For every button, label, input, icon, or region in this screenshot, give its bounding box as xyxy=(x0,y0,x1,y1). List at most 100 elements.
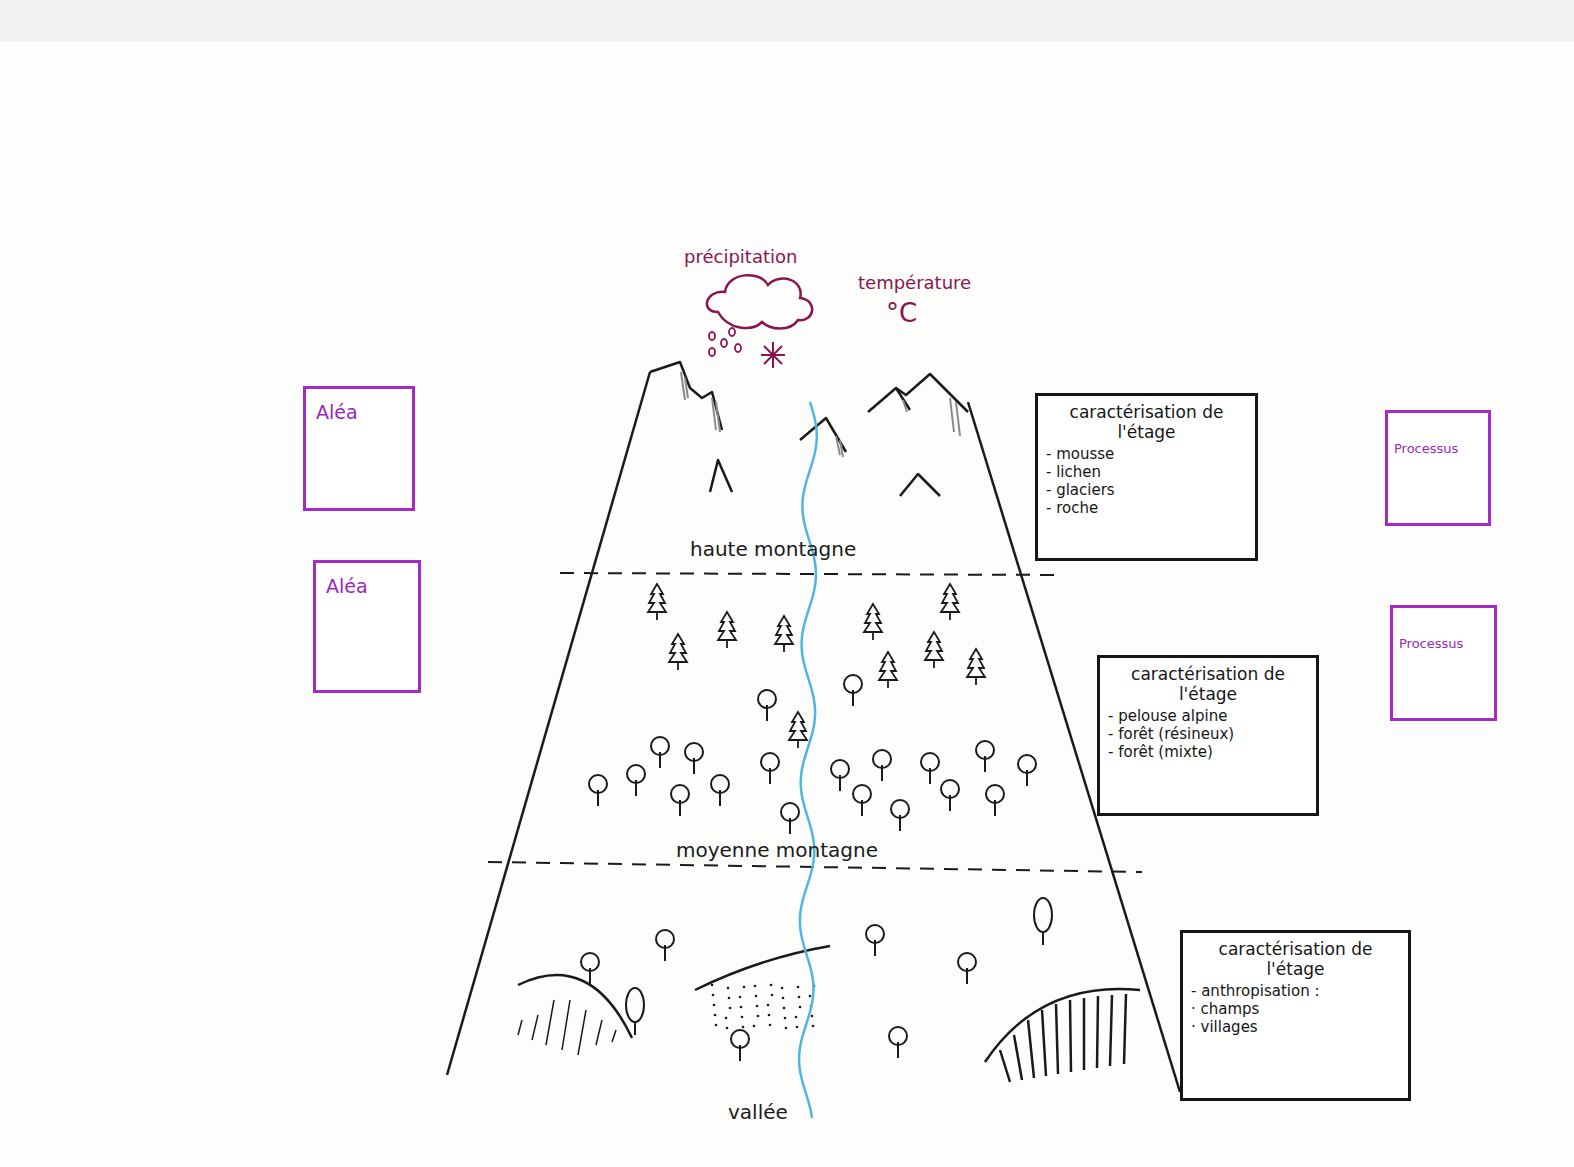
deciduous-tree xyxy=(941,780,959,811)
deciduous-tree xyxy=(1018,755,1036,786)
box-heading: caractérisation de l'étage xyxy=(1046,402,1247,443)
peak xyxy=(868,374,968,412)
conifer-tree xyxy=(967,649,985,685)
conifer-tree xyxy=(925,632,943,668)
dot xyxy=(742,1026,745,1029)
dot xyxy=(782,997,785,1000)
unit-label: °C xyxy=(886,298,917,328)
dot xyxy=(757,1015,760,1018)
dot xyxy=(729,1007,732,1010)
drop xyxy=(709,332,715,340)
deciduous-tree xyxy=(758,690,776,721)
deciduous-tree xyxy=(958,953,976,984)
deciduous-tree xyxy=(685,743,703,774)
deciduous-tree xyxy=(976,741,994,772)
tree-trunk xyxy=(634,1022,636,1035)
dot xyxy=(711,984,714,987)
level-line xyxy=(488,862,1142,872)
dot xyxy=(743,986,746,989)
box-heading: Aléa xyxy=(316,563,418,598)
box-item: - pelouse alpine xyxy=(1108,707,1308,725)
snowflake-arms xyxy=(761,342,785,368)
climate-label: précipitation xyxy=(684,246,797,267)
tall-tree xyxy=(1034,898,1052,945)
deciduous-tree xyxy=(831,760,849,791)
dot xyxy=(754,985,757,988)
dot xyxy=(725,1017,728,1020)
deciduous-tree xyxy=(921,753,939,784)
cloud xyxy=(707,275,812,328)
box-heading: caractérisation de l'étage xyxy=(1108,664,1308,705)
dot xyxy=(781,987,784,990)
dot xyxy=(795,1016,798,1019)
box-item: - mousse xyxy=(1046,445,1247,463)
field-edge xyxy=(985,989,1140,1062)
tree-trunk xyxy=(679,800,681,816)
dot xyxy=(728,997,731,1000)
tree-crown xyxy=(626,988,644,1022)
box-heading: Processus xyxy=(1388,413,1488,457)
deciduous-tree xyxy=(986,785,1004,816)
box-item: - forêt (résineux) xyxy=(1108,725,1308,743)
tree-trunk xyxy=(874,940,876,956)
top-bar xyxy=(0,0,1574,42)
tree-trunk xyxy=(899,815,901,831)
dot xyxy=(741,1016,744,1019)
box-item: - roche xyxy=(1046,499,1247,517)
field-dots xyxy=(711,984,816,1030)
deciduous-tree xyxy=(853,785,871,816)
zone-label: haute montagne xyxy=(690,537,856,561)
box-heading: Processus xyxy=(1393,608,1494,652)
conifer-tree xyxy=(669,634,687,670)
tree-crown xyxy=(1034,898,1052,932)
mountain-left-side xyxy=(447,372,650,1075)
deciduous-tree xyxy=(731,1030,749,1061)
tree-trunk xyxy=(693,758,695,774)
dot xyxy=(739,996,742,999)
box-item: - forêt (mixte) xyxy=(1108,743,1308,761)
dot xyxy=(727,987,730,990)
tree-trunk xyxy=(739,1045,741,1061)
zone-label: vallée xyxy=(728,1100,788,1124)
dot xyxy=(796,1026,799,1029)
deciduous-tree xyxy=(873,750,891,781)
hazard-box: Aléa xyxy=(313,560,421,693)
tree-trunk xyxy=(597,790,599,806)
climate-label: température xyxy=(858,272,971,293)
box-item: · champs xyxy=(1191,1000,1400,1018)
dot xyxy=(712,994,715,997)
conifer-tree xyxy=(789,712,807,748)
deciduous-tree xyxy=(671,785,689,816)
tree-trunk xyxy=(929,768,931,784)
tree-trunk xyxy=(966,968,968,984)
dot xyxy=(812,1025,815,1028)
tree-trunk xyxy=(659,752,661,768)
deciduous-tree xyxy=(589,775,607,806)
dot xyxy=(797,986,800,989)
dot xyxy=(714,1014,717,1017)
box-item: - glaciers xyxy=(1046,481,1247,499)
deciduous-tree xyxy=(891,800,909,831)
tree-trunk xyxy=(984,756,986,772)
tree-trunk xyxy=(861,800,863,816)
conifer-tree xyxy=(864,604,882,640)
box-heading: Aléa xyxy=(306,389,412,424)
deciduous-tree xyxy=(581,953,599,984)
tree-trunk xyxy=(897,1042,899,1058)
deciduous-tree xyxy=(844,675,862,706)
tree-trunk xyxy=(852,690,854,706)
dot xyxy=(783,1007,786,1010)
dot xyxy=(785,1027,788,1030)
tree-trunk xyxy=(789,818,791,834)
tree-trunk xyxy=(766,705,768,721)
tree-trunk xyxy=(839,775,841,791)
box-item: · villages xyxy=(1191,1018,1400,1036)
dot xyxy=(771,994,774,997)
deciduous-tree xyxy=(761,753,779,784)
dot xyxy=(811,1015,814,1018)
tree-trunk xyxy=(881,765,883,781)
hatch xyxy=(1000,994,1126,1082)
peak xyxy=(710,460,732,492)
dot xyxy=(770,984,773,987)
